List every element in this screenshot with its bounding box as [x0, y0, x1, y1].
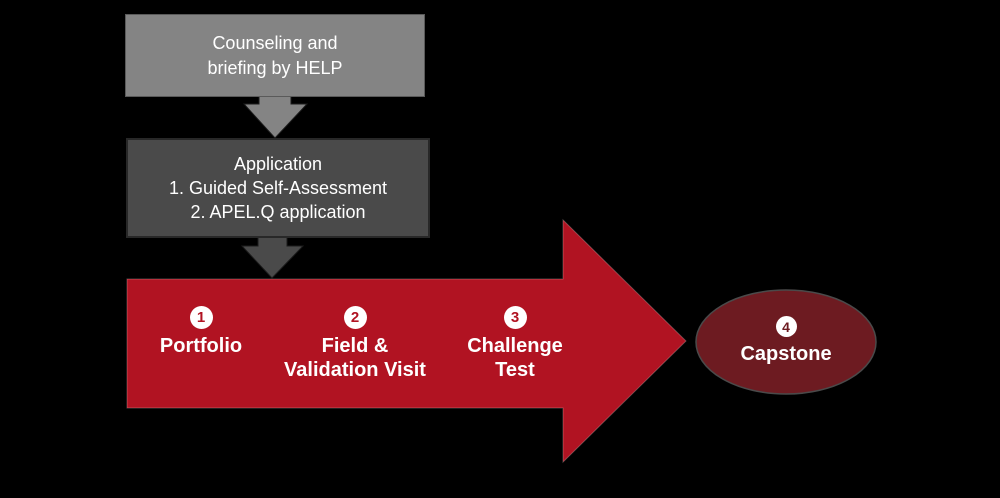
capstone-ellipse	[695, 289, 877, 395]
step-3-label-line-1: Challenge	[467, 335, 563, 357]
step-2-label-line-1: Field &	[321, 335, 389, 357]
step-capstone: 4 Capstone	[706, 316, 866, 366]
capstone-number-badge: 4	[775, 316, 797, 337]
step-1-number-badge: 1	[189, 306, 213, 329]
application-box-line-2: 1. Guided Self-Assessment	[168, 178, 388, 198]
process-arrow-shape	[126, 218, 687, 464]
down-arrow-1-icon	[242, 92, 309, 139]
counseling-box: Counseling and briefing by HELP	[125, 14, 425, 97]
capstone-label: Capstone	[740, 343, 832, 365]
application-box-line-1: Application	[233, 154, 323, 174]
step-challenge-test: 3 Challenge Test	[435, 306, 595, 382]
step-1-label: Portfolio	[159, 335, 243, 357]
step-2-label-line-2: Validation Visit	[284, 359, 426, 381]
application-box-line-3: 2. APEL.Q application	[190, 202, 366, 222]
counseling-box-line-2: briefing by HELP	[207, 57, 343, 78]
step-3-label-line-2: Test	[495, 359, 535, 381]
step-field-validation-visit: 2 Field & Validation Visit	[247, 306, 463, 382]
down-arrow-2-icon	[240, 235, 305, 279]
step-portfolio: 1 Portfolio	[121, 306, 281, 358]
step-2-number-badge: 2	[343, 306, 367, 329]
step-3-number-badge: 3	[503, 306, 527, 329]
application-box: Application 1. Guided Self-Assessment 2.…	[126, 138, 430, 238]
counseling-box-line-1: Counseling and	[212, 32, 338, 53]
